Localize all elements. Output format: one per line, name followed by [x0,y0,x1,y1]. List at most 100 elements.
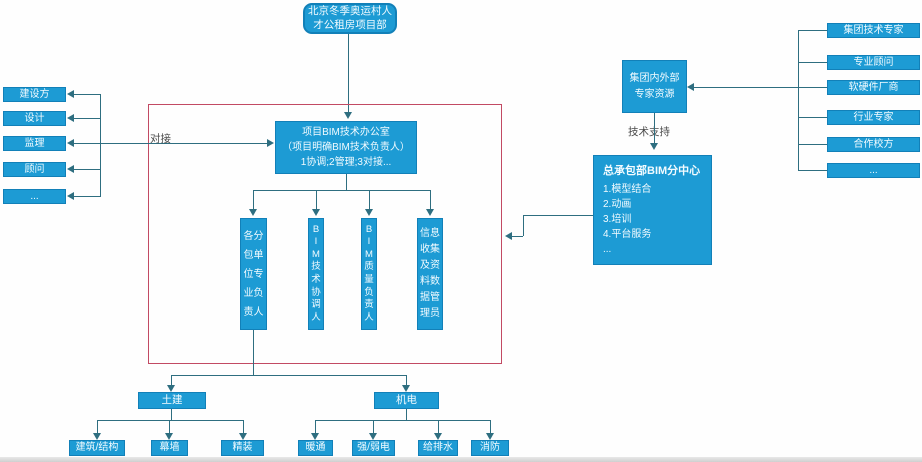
arrow-left-icon [687,83,694,91]
connector-hq-out [523,215,524,236]
arrow-down-icon [426,209,434,216]
hq-title: 总承包部BIM分中心 [603,165,701,177]
connector-stub [798,62,827,63]
node-expert-resources: 集团内外部 专家资源 [622,60,687,113]
connector-drop [97,420,98,433]
arrow-down-icon [650,143,658,150]
connector-experts [694,87,827,88]
node-civil: 土建 [138,392,206,409]
connector-office-down [346,174,347,190]
node-hvac: 暖通 [298,440,333,456]
node-info-data-admin: 信息 收集 及资 料数 据管 理员 [417,218,443,330]
connector-stub [798,117,827,118]
connector-stub [798,170,827,171]
connector-groups-bus [171,375,406,376]
connector-stub [74,196,101,197]
node-architecture-structure: 建筑/结构 [69,440,125,456]
connector-roles-bus [253,190,431,191]
arrow-down-icon [165,433,173,440]
node-left-more: ... [3,189,66,204]
connector-right-spine [798,30,799,171]
arrow-down-icon [369,433,377,440]
hq-item: 2.动画 [603,198,632,210]
node-group-tech-experts: 集团技术专家 [827,23,920,38]
node-partner-universities: 合作校方 [827,137,920,152]
node-consultant: 顾问 [3,162,66,177]
arrow-left-icon [67,192,74,200]
connector-left-spine [100,94,101,197]
arrow-down-icon [239,433,247,440]
arrow-down-icon [312,209,320,216]
connector-expert-to-hq [654,113,655,143]
arrow-down-icon [402,385,410,392]
connector-drop [315,420,316,433]
node-curtain-wall: 幕墙 [151,440,188,456]
connector-drop [169,420,170,433]
node-supervision: 监理 [3,136,66,151]
connector-stub [74,94,101,95]
arrow-down-icon [311,433,319,440]
node-software-hardware-vendors: 软硬件厂商 [827,80,920,95]
hq-item: 3.培训 [603,213,632,225]
arrow-down-icon [93,433,101,440]
node-project-department: 北京冬季奥运村人 才公租房项目部 [303,3,397,34]
arrow-down-icon [486,433,494,440]
arrow-down-icon [344,112,352,119]
connector [315,420,490,421]
arrow-right-icon [267,139,274,147]
node-bim-quality-lead: B I M 质 量 负 责 人 [361,218,377,330]
edge-label-duijie: 对接 [150,133,171,145]
node-subcontractor-leads: 各分 包单 位专 业负 责人 [240,218,267,330]
arrow-left-icon [67,139,74,147]
image-edge-shadow [0,457,922,462]
arrow-down-icon [167,385,175,392]
node-plumbing: 给排水 [418,440,458,456]
node-professional-consultants: 专业顾问 [827,55,920,70]
edge-label-tech-support: 技术支持 [628,126,670,138]
arrow-left-icon [505,232,512,240]
arrow-left-icon [67,90,74,98]
connector-drop [406,375,407,385]
hq-item: ... [603,243,612,255]
connector [97,420,243,421]
connector-drop [438,420,439,433]
connector-hq-out [523,215,593,216]
connector-drop [369,190,370,209]
node-bim-office: 项目BIM技术办公室 （项目明确BIM技术负责人） 1协调;2管理;3对接... [275,121,417,174]
node-industry-experts: 行业专家 [827,110,920,125]
connector-stub [798,144,827,145]
node-electrical: 强/弱电 [352,440,395,456]
connector-drop [171,375,172,385]
connector [171,409,172,420]
connector-drop [430,190,431,209]
arrow-left-icon [67,165,74,173]
connector-roles-down [253,330,254,375]
arrow-left-icon [67,114,74,122]
connector-hq-out [512,236,523,237]
connector-drop [373,420,374,433]
bim-office-frame [148,104,502,364]
node-fire-protection: 消防 [471,440,509,456]
node-mep: 机电 [374,392,439,409]
node-fine-decoration: 精装 [221,440,264,456]
connector-drop [243,420,244,433]
connector [406,409,407,420]
node-right-more: ... [827,163,920,178]
connector-stub [798,30,827,31]
node-owner: 建设方 [3,87,66,102]
connector-stub [74,118,101,119]
hq-item: 1.模型结合 [603,183,652,195]
connector-duijie [100,143,267,144]
connector-stub [74,143,101,144]
hq-item: 4.平台服务 [603,228,652,240]
connector-stub [74,169,101,170]
connector-drop [253,190,254,209]
arrow-down-icon [249,209,257,216]
connector-drop [490,420,491,433]
arrow-down-icon [434,433,442,440]
connector-top-to-office [348,34,349,112]
connector-drop [316,190,317,209]
node-design: 设计 [3,111,66,126]
node-hq-bim-center: 总承包部BIM分中心 1.模型结合 2.动画 3.培训 4.平台服务 ... [593,155,712,265]
